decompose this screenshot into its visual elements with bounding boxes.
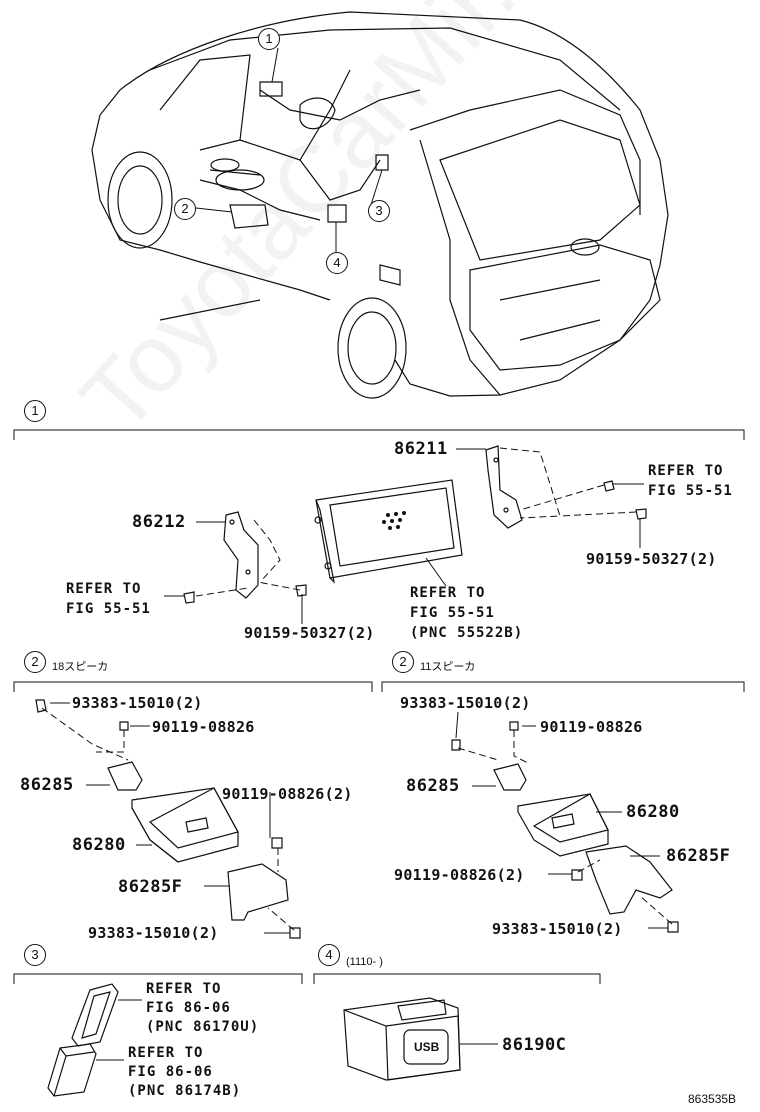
callout-4: 4 [326, 252, 348, 274]
section-2a-caption: 18スピーカ [52, 661, 109, 673]
section-3-marker: 3 [24, 944, 46, 966]
part-86280-b: 86280 [626, 802, 680, 822]
refer-mid-line1: REFER TO [410, 585, 486, 601]
section3-parts [47, 983, 119, 1097]
part-90119-top-a: 90119-08826 [152, 718, 255, 736]
figure-id: 863535B [688, 1092, 737, 1106]
usb-port-label: USB [414, 1040, 440, 1054]
screw-left-part: 90159-50327(2) [244, 624, 375, 642]
part-90119-top-b: 90119-08826 [540, 718, 643, 736]
refer-left-line1: REFER TO [66, 581, 142, 597]
part-86212: 86212 [132, 512, 186, 532]
section-4-marker: 4 [318, 944, 340, 966]
refer-mid-line3: (PNC 55522B) [410, 625, 524, 641]
part-93383-top-b: 93383-15010(2) [400, 694, 531, 712]
screw-right-part: 90159-50327(2) [586, 550, 717, 568]
part-86280-a: 86280 [72, 835, 126, 855]
callout-leaders [195, 47, 383, 254]
part-86190C: 86190C [502, 1035, 567, 1055]
part-90119-mid-a: 90119-08826(2) [222, 785, 353, 803]
section1-leaders [164, 448, 644, 624]
part-93383-top-a: 93383-15010(2) [72, 694, 203, 712]
part-93383-bot-b: 93383-15010(2) [492, 920, 623, 938]
refer-left-line2: FIG 55-51 [66, 601, 151, 617]
section-2b-caption: 11スピーカ [420, 661, 476, 673]
refer-3b-line1: REFER TO [128, 1045, 204, 1061]
section3-leaders [96, 999, 142, 1061]
refer-3b-line3: (PNC 86174B) [128, 1083, 242, 1099]
section2b-dash [457, 730, 673, 925]
part-86285-b: 86285 [406, 776, 460, 796]
callout-1: 1 [258, 28, 280, 50]
section2a-dash [41, 707, 295, 931]
refer-3a-line2: FIG 86-06 [146, 1000, 231, 1016]
refer-3a-line3: (PNC 86170U) [146, 1019, 260, 1035]
van-illustration [91, 11, 669, 399]
section1-parts [183, 445, 647, 604]
section2a-parts [35, 699, 301, 939]
refer-right-line1: REFER TO [648, 463, 724, 479]
part-86211: 86211 [394, 439, 448, 459]
part-93383-bot-a: 93383-15010(2) [88, 924, 219, 942]
callout-2: 2 [174, 198, 196, 220]
refer-right-line2: FIG 55-51 [648, 483, 733, 499]
section2b-parts [451, 721, 679, 933]
section-4-caption: (1110- ) [346, 956, 383, 968]
refer-3a-line1: REFER TO [146, 981, 222, 997]
part-86285-a: 86285 [20, 775, 74, 795]
section-2a-marker: 2 [24, 651, 46, 673]
refer-mid-line2: FIG 55-51 [410, 605, 495, 621]
callout-3: 3 [368, 200, 390, 222]
section4-parts [343, 997, 461, 1081]
section-frames [13, 429, 745, 984]
section2a-leaders [50, 702, 290, 934]
section-2b-marker: 2 [392, 651, 414, 673]
refer-3b-line2: FIG 86-06 [128, 1064, 213, 1080]
section-1-marker: 1 [24, 400, 46, 422]
section2b-leaders [455, 711, 668, 929]
part-86285F-a: 86285F [118, 877, 183, 897]
part-86285F-b: 86285F [666, 846, 731, 866]
part-90119-mid-b: 90119-08826(2) [394, 866, 525, 884]
section1-dash [195, 447, 637, 597]
